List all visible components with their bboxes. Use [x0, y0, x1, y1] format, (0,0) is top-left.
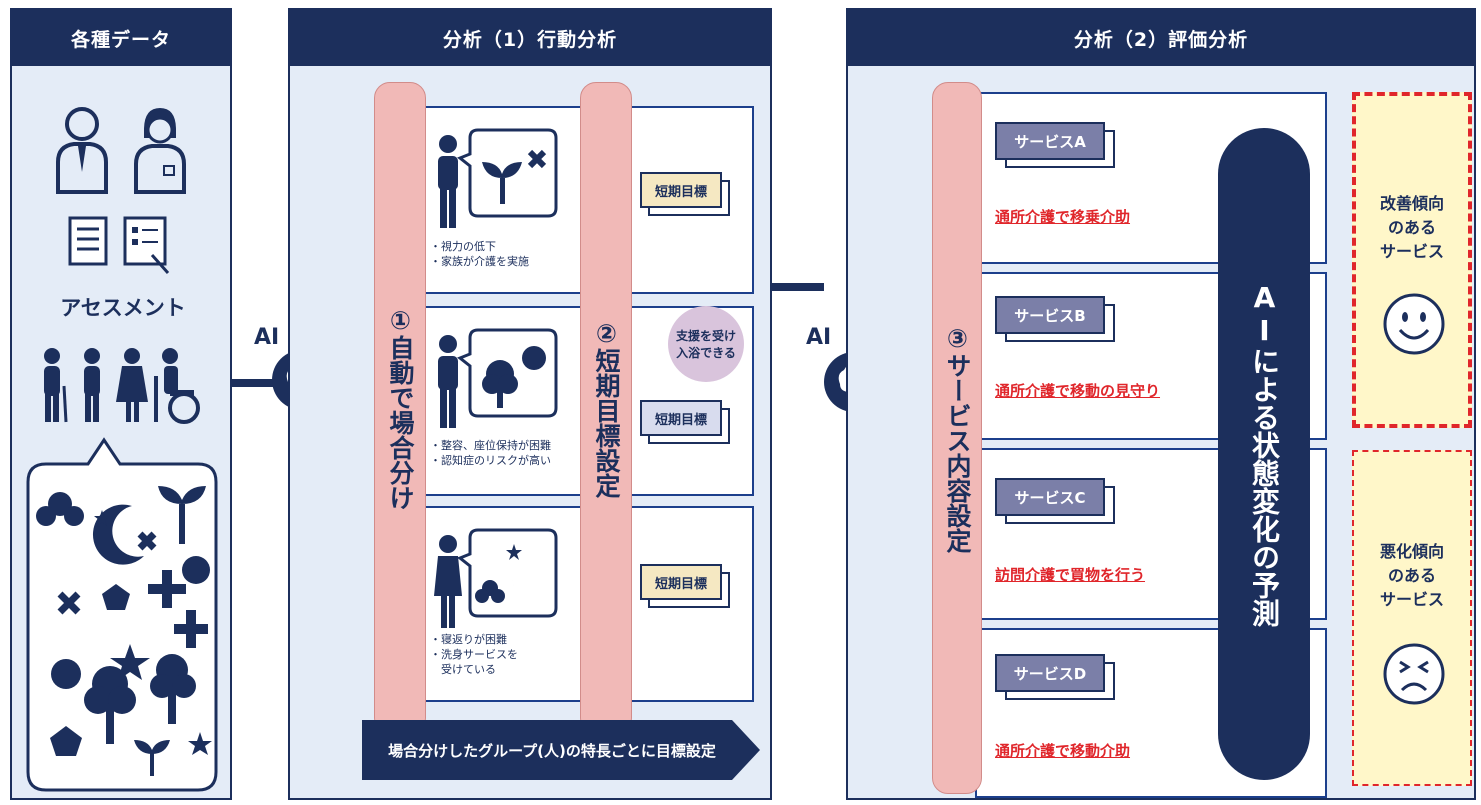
data-panel-title: 各種データ — [12, 10, 230, 66]
ai-label-2: AI — [806, 325, 832, 350]
support-bubble: 支援を受け 入浴できる — [668, 306, 744, 382]
group2-note-2: ・認知症のリスクが高い — [430, 454, 551, 467]
support-bubble-line-2: 入浴できる — [676, 346, 736, 360]
short-goal-label: 短期目標 — [640, 564, 722, 600]
short-goal-card-1: 短期目標 — [640, 172, 730, 216]
ai-prediction-pill: AIによる状態変化の予測 — [1218, 128, 1310, 780]
service-card-b: サービスB — [995, 296, 1115, 342]
service-desc: 通所介護で移動介助 — [995, 742, 1131, 760]
data-panel: 各種データ アセスメント — [10, 8, 232, 800]
group2-note-1: ・整容、座位保持が困難 — [430, 439, 551, 452]
document-icon — [68, 216, 108, 266]
person-viewing-icon — [438, 328, 558, 428]
group3-note-3: 受けている — [430, 663, 496, 676]
person-viewing-icon — [438, 128, 558, 228]
clipboard-icon — [123, 216, 170, 274]
group1-note-2: ・家族が介護を実施 — [430, 255, 529, 268]
service-card-a: サービスA — [995, 122, 1115, 168]
group3-note-2: ・洗身サービスを — [430, 648, 518, 661]
auto-classify-bar: ①自動で場合分け — [374, 82, 426, 734]
support-bubble-line-1: 支援を受け — [675, 329, 736, 343]
service-name: サービスB — [995, 296, 1105, 334]
elderly-people-icon — [44, 348, 148, 423]
short-goal-card-2: 短期目標 — [640, 400, 730, 444]
service-desc: 訪問介護で買物を行う — [995, 566, 1146, 584]
improve-line-2: のある — [1387, 218, 1436, 237]
wheelchair-icon — [154, 348, 200, 424]
worsen-line-1: 悪化傾向 — [1379, 542, 1444, 561]
group1-note-1: ・視力の低下 — [430, 240, 496, 253]
footer-banner-shape — [362, 720, 760, 780]
service-desc: 通所介護で移動の見守り — [995, 382, 1161, 400]
assessment-label: アセスメント — [60, 296, 186, 320]
improve-line-1: 改善傾向 — [1379, 194, 1444, 213]
short-goal-card-3: 短期目標 — [640, 564, 730, 608]
group3-note-1: ・寝返りが困難 — [430, 633, 507, 646]
short-goal-setting-bar: ②短期目標設定 — [580, 82, 632, 734]
person-sleep-icon — [434, 528, 558, 628]
service-setting-bar: ③サービス内容設定 — [932, 82, 982, 794]
worsen-line-3: サービス — [1379, 590, 1444, 609]
evaluation-panel-title: 分析（2）評価分析 — [848, 10, 1474, 66]
smile-face-icon — [1383, 293, 1445, 355]
service-card-c: サービスC — [995, 478, 1115, 524]
frown-face-icon — [1383, 643, 1445, 705]
service-name: サービスD — [995, 654, 1105, 692]
worsen-box: 悪化傾向 のある サービス — [1352, 450, 1472, 786]
improve-line-3: サービス — [1379, 242, 1444, 261]
service-card-d: サービスD — [995, 654, 1115, 700]
behavior-panel-title: 分析（1）行動分析 — [290, 10, 770, 66]
nurse-icon — [134, 108, 186, 194]
ai-label-1: AI — [254, 325, 280, 350]
worsen-line-2: のある — [1387, 566, 1436, 585]
service-name: サービスA — [995, 122, 1105, 160]
short-goal-label: 短期目標 — [640, 400, 722, 436]
short-goal-label: 短期目標 — [640, 172, 722, 208]
service-desc: 通所介護で移乗介助 — [995, 208, 1131, 226]
service-name: サービスC — [995, 478, 1105, 516]
data-bubble — [26, 437, 218, 792]
person-suit-icon — [56, 107, 108, 194]
improve-box: 改善傾向 のある サービス — [1352, 92, 1472, 428]
footer-banner-text: 場合分けしたグループ(人)の特長ごとに目標設定 — [388, 741, 716, 760]
